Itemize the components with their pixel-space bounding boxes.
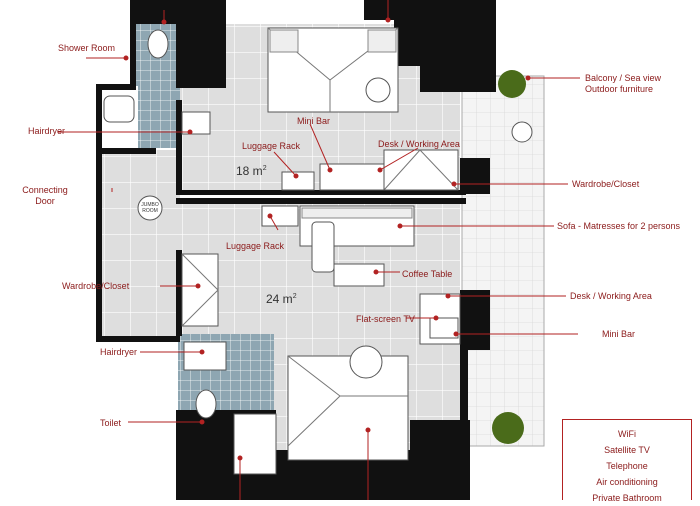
tv [429, 317, 459, 339]
label-mini-bar-1: Mini Bar [297, 116, 331, 126]
chair-2 [311, 221, 335, 273]
label-shower-room: Shower Room [58, 43, 116, 53]
jumbo-room-marker [137, 195, 163, 221]
wardrobe-2 [181, 253, 219, 327]
label-balcony-line1: Balcony / Sea view [585, 73, 662, 83]
luggage-rack-2 [261, 205, 299, 227]
label-hairdryer-1: Hairdryer [28, 126, 66, 136]
balcony-table [511, 121, 533, 143]
toilet-1 [147, 29, 169, 59]
label-connecting-door-line1: Connecting [22, 185, 68, 195]
room2-area-unit: 2 [292, 293, 297, 300]
label-connecting-door-line2: Door [35, 196, 55, 206]
leader-lines [58, 0, 580, 500]
room1-area-unit: 2 [262, 165, 267, 172]
bed-2 [287, 355, 409, 461]
amenity-satellite-tv: Satellite TV [604, 445, 650, 455]
label-mini-bar-2: Mini Bar [602, 329, 636, 339]
chair-3 [349, 345, 383, 379]
plant-1 [498, 70, 526, 98]
label-jumbo-room: JUMBO ROOM [136, 202, 164, 214]
amenity-telephone: Telephone [606, 461, 648, 471]
room2-area-label: 24 m2 [266, 292, 297, 306]
shower-2 [233, 413, 277, 475]
label-luggage-rack-2: Luggage Rack [226, 241, 285, 251]
walls [96, 0, 496, 500]
label-balcony-line2: Outdoor furniture [585, 84, 654, 94]
label-luggage-rack-1: Luggage Rack [242, 141, 301, 151]
label-jumbo-room-line2: ROOM [142, 208, 158, 214]
label-balcony: Balcony / Sea view Outdoor furniture [585, 73, 661, 95]
label-wardrobe-closet-2: Wardrobe/Closet [62, 281, 130, 291]
label-coffee-table: Coffee Table [402, 269, 453, 279]
room2-area-value: 24 m [266, 292, 293, 306]
label-desk-working-area-2: Desk / Working Area [570, 291, 652, 301]
luggage-rack-1 [281, 171, 315, 191]
label-toilet: Toilet [100, 418, 122, 428]
corridor-floor [98, 150, 180, 340]
amenities-box: WiFi Satellite TV Telephone Air conditio… [562, 419, 692, 503]
label-jumbo-room-line1: JUMBO [141, 202, 159, 208]
label-flat-screen-tv: Flat-screen TV [356, 314, 415, 324]
label-hairdryer-2: Hairdryer [100, 347, 138, 357]
label-desk-working-area-1: Desk / Working Area [378, 139, 460, 149]
label-wardrobe-closet-1: Wardrobe/Closet [572, 179, 640, 189]
label-sofa: Sofa - Matresses for 2 persons [557, 221, 681, 231]
sink-1 [181, 111, 211, 135]
amenity-air-conditioning: Air conditioning [596, 477, 658, 487]
room1-area-value: 18 m [236, 164, 263, 178]
coffee-table [333, 263, 385, 287]
sink-2 [183, 341, 227, 371]
room1-area-label: 18 m2 [236, 164, 267, 178]
label-connecting-door: Connecting Door [22, 185, 68, 207]
wardrobe-1 [383, 149, 459, 191]
amenity-wifi: WiFi [618, 429, 636, 439]
amenity-private-bathroom: Private Bathroom [592, 493, 662, 503]
chair-1 [365, 77, 391, 103]
plant-2 [492, 412, 524, 444]
toilet-2 [195, 389, 217, 419]
